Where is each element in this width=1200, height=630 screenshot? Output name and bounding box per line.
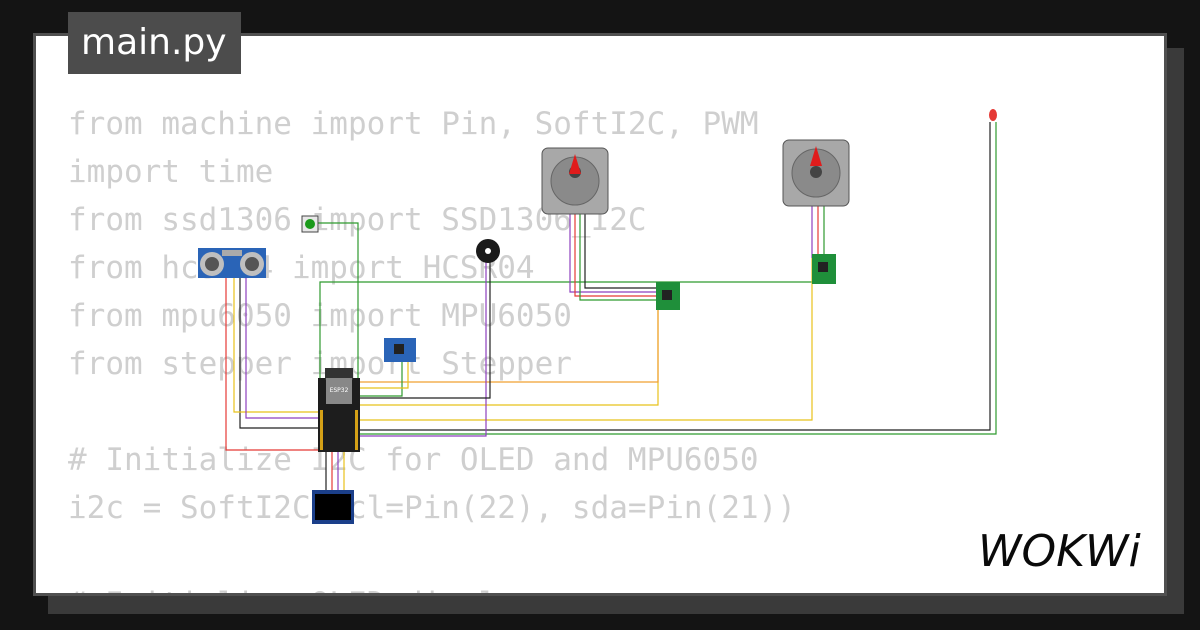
esp32-board[interactable]: ESP32 xyxy=(318,368,360,452)
stepper-motor-2[interactable] xyxy=(782,139,850,207)
code-line: from mpu6050 import MPU6050 xyxy=(68,298,572,334)
wire-stepper1b xyxy=(574,212,656,297)
code-line: # Initialize OLED display xyxy=(68,580,796,593)
wire-driver1-orange xyxy=(360,310,659,383)
wire-hcsr-purple xyxy=(245,278,320,419)
wire-stepper1c xyxy=(579,212,656,301)
wire-buzzer-purple xyxy=(360,262,487,437)
code-line: i2c = SoftI2C(scl=Pin(22), sda=Pin(21)) xyxy=(68,490,796,526)
code-line: from machine import Pin, SoftI2C, PWM xyxy=(68,106,759,142)
wire-led-green xyxy=(360,122,997,435)
wire-mpu-green xyxy=(360,362,403,397)
stepper-driver-2[interactable] xyxy=(812,254,836,284)
esp32-label: ESP32 xyxy=(330,387,349,394)
stepper-motor-1[interactable] xyxy=(541,147,609,215)
wokwi-logo: WOKWi xyxy=(978,526,1141,577)
wire-buzzer-black xyxy=(360,262,491,399)
wire-hcsr-black xyxy=(239,278,320,429)
code-block: from machine import Pin, SoftI2C, PWM imp… xyxy=(68,100,796,593)
wire-mpu-yellow xyxy=(360,362,409,389)
wire-button-green xyxy=(318,222,359,392)
code-line: import time xyxy=(68,154,274,190)
wire-stepper1d xyxy=(584,212,656,289)
wire-led-black xyxy=(360,122,991,431)
wire-driver2-green xyxy=(319,281,812,378)
wire-driver2-orange xyxy=(360,258,813,421)
ultrasonic-sensor[interactable] xyxy=(198,248,266,278)
wire-hcsr-yellow xyxy=(233,278,320,413)
stepper-driver-1[interactable] xyxy=(656,282,680,310)
code-line: from ssd1306 import SSD1306_I2C xyxy=(68,202,647,238)
code-card: from machine import Pin, SoftI2C, PWM imp… xyxy=(33,33,1167,596)
mpu6050-module[interactable] xyxy=(384,338,416,362)
wire-stepper1a xyxy=(569,212,656,293)
wire-hcsr-red xyxy=(225,278,320,451)
filename-tab[interactable]: main.py xyxy=(68,12,241,74)
wokwi-logo-text: WOKWi xyxy=(978,526,1141,577)
code-line: from stepper import Stepper xyxy=(68,346,572,382)
oled-display[interactable] xyxy=(312,490,354,524)
wire-group xyxy=(225,122,997,492)
buzzer[interactable] xyxy=(476,239,500,263)
red-led[interactable] xyxy=(989,109,997,121)
pushbutton[interactable] xyxy=(301,215,319,233)
